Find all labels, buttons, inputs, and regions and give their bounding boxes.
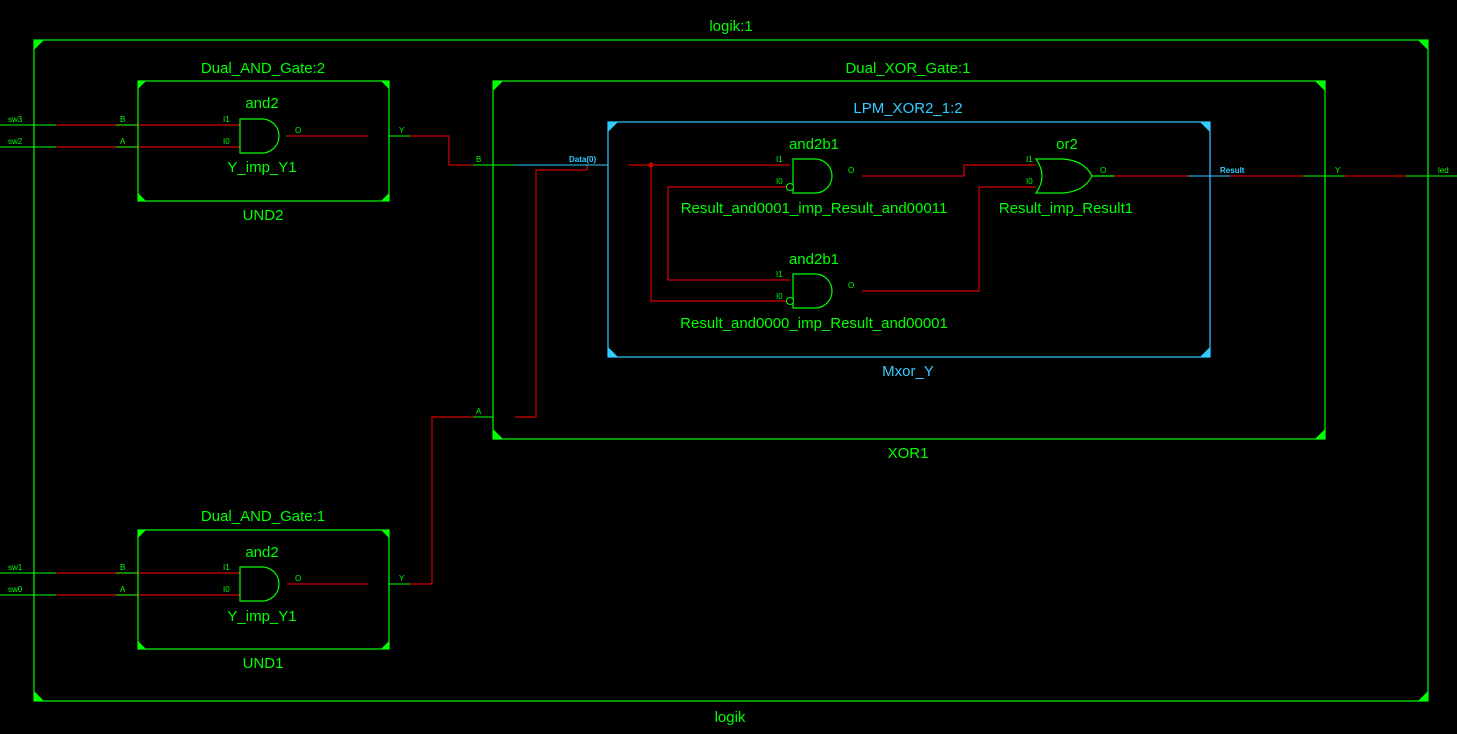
mxor-title: LPM_XOR2_1:2 — [853, 100, 962, 117]
mxor-instance-label: Mxor_Y — [882, 363, 934, 380]
gate1-pin-i0: I0 — [776, 177, 783, 186]
und2-gate-instance: Y_imp_Y1 — [227, 159, 296, 176]
und2-instance-label: UND2 — [243, 207, 284, 224]
und1-port-y: Y — [399, 574, 405, 583]
port-sw2: sw2 — [8, 137, 23, 146]
mxor-port-data: Data(0) — [569, 155, 596, 164]
gate3-type: or2 — [1056, 136, 1078, 153]
gate3-pin-i0: I0 — [1026, 177, 1033, 186]
gate1-instance: Result_and0001_imp_Result_and00011 — [681, 200, 948, 217]
xor1-block[interactable]: Dual_XOR_Gate:1 XOR1 B A Y — [473, 60, 1345, 462]
xor1-port-b: B — [476, 155, 481, 164]
xor1-title: Dual_XOR_Gate:1 — [845, 60, 970, 77]
io-ports: sw3 sw2 sw1 sw0 led — [0, 115, 1457, 596]
xor1-instance-label: XOR1 — [888, 445, 929, 462]
und2-block[interactable]: Dual_AND_Gate:2 UND2 B A Y and2 Y_imp_Y1… — [116, 60, 410, 224]
nets — [56, 124, 1406, 596]
gate2-pin-i0: I0 — [776, 292, 783, 301]
gate2-pin-i1: I1 — [776, 270, 783, 279]
und1-gate-pin-i0: I0 — [223, 585, 230, 594]
und2-gate-pin-o: O — [295, 126, 301, 135]
logik-block[interactable]: logik:1 logik — [33, 18, 1429, 726]
und2-port-y: Y — [399, 126, 405, 135]
gate2-pin-o: O — [848, 281, 854, 290]
und2-port-a: A — [120, 137, 126, 146]
gate3-pin-o: O — [1100, 166, 1106, 175]
xor1-port-a: A — [476, 407, 482, 416]
und1-instance-label: UND1 — [243, 655, 284, 672]
und1-gate-pin-i1: I1 — [223, 563, 230, 572]
und2-and-gate[interactable]: and2 Y_imp_Y1 I1 I0 O — [223, 95, 301, 176]
und1-port-a: A — [120, 585, 126, 594]
gate1-pin-i1: I1 — [776, 155, 783, 164]
mxor-block[interactable]: LPM_XOR2_1:2 Mxor_Y Data(0) Result and2b… — [515, 100, 1245, 380]
and2b1-gate-upper[interactable]: and2b1 Result_and0001_imp_Result_and0001… — [681, 136, 948, 217]
gate1-pin-o: O — [848, 166, 854, 175]
gate3-instance: Result_imp_Result1 — [999, 200, 1133, 217]
port-sw0: sw0 — [8, 585, 23, 594]
port-sw3: sw3 — [8, 115, 23, 124]
xor1-port-y: Y — [1335, 166, 1341, 175]
gate1-type: and2b1 — [789, 136, 839, 153]
gate2-instance: Result_and0000_imp_Result_and00001 — [680, 315, 948, 332]
und1-gate-type: and2 — [245, 544, 278, 561]
und2-gate-pin-i1: I1 — [223, 115, 230, 124]
und1-and-gate[interactable]: and2 Y_imp_Y1 I1 I0 O — [223, 544, 301, 625]
und2-gate-pin-i0: I0 — [223, 137, 230, 146]
mxor-port-result: Result — [1220, 166, 1245, 175]
und2-title: Dual_AND_Gate:2 — [201, 60, 325, 77]
gate3-pin-i1: I1 — [1026, 155, 1033, 164]
und1-gate-pin-o: O — [295, 574, 301, 583]
port-led: led — [1438, 166, 1449, 175]
und1-port-b: B — [120, 563, 125, 572]
gate2-type: and2b1 — [789, 251, 839, 268]
und1-title: Dual_AND_Gate:1 — [201, 508, 325, 525]
and2b1-gate-lower[interactable]: and2b1 Result_and0000_imp_Result_and0000… — [680, 251, 948, 332]
und1-gate-instance: Y_imp_Y1 — [227, 608, 296, 625]
und2-gate-type: and2 — [245, 95, 278, 112]
und1-block[interactable]: Dual_AND_Gate:1 UND1 B A Y and2 Y_imp_Y1… — [116, 508, 410, 672]
port-sw1: sw1 — [8, 563, 23, 572]
und2-port-b: B — [120, 115, 125, 124]
logik-instance-label: logik — [715, 709, 746, 726]
or2-gate[interactable]: or2 Result_imp_Result1 I1 I0 O — [999, 136, 1133, 217]
logik-title: logik:1 — [709, 18, 752, 35]
